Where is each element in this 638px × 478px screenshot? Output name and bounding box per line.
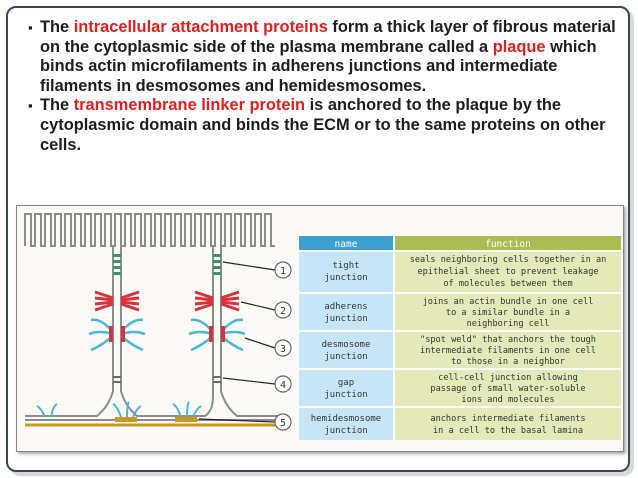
- junction-function: ions and molecules: [461, 395, 554, 405]
- callout-circle-3: 3: [274, 339, 292, 357]
- callout-number: 2: [280, 306, 286, 317]
- callout-circle-2: 2: [274, 301, 292, 319]
- function-header: function: [485, 239, 531, 250]
- junction-function: to a similar bundle in a: [446, 308, 570, 318]
- junction-function: anchors intermediate filaments: [430, 414, 585, 424]
- bullet-text: is anchored to the plaque by the cytopla…: [40, 96, 606, 154]
- junction-function: seals neighboring cells together in an: [410, 255, 607, 265]
- hemidesmosomes: [36, 401, 202, 422]
- junction-function: passage of small water-soluble: [430, 384, 585, 394]
- junction-name: junction: [324, 273, 367, 283]
- bullet-text: form a thick layer of fibrous material o…: [40, 18, 616, 56]
- callout-number: 4: [280, 380, 286, 391]
- bullet-text: The: [40, 96, 74, 115]
- junction-function: neighboring cell: [467, 319, 550, 329]
- cell-junction-diagram: 1 2 3 4 5 name function tight junction s…: [24, 213, 621, 440]
- junction-function: to those in a neighbor: [451, 357, 565, 367]
- tight-junction-beads: [113, 254, 221, 275]
- bullet-item-1: ▪ The intracellular attachment proteins f…: [28, 18, 618, 96]
- junction-name: junction: [324, 352, 367, 362]
- junction-function: intermediate filaments in one cell: [420, 346, 596, 356]
- name-header: name: [335, 239, 358, 250]
- junction-name: hemidesmosome: [311, 414, 381, 424]
- callout-circle-5: 5: [274, 413, 292, 431]
- microvilli: [24, 213, 275, 247]
- desmosome-plaques: [109, 326, 225, 342]
- junction-table: name function tight junction seals neigh…: [299, 236, 621, 440]
- bullet-item-2: ▪ The transmembrane linker protein is anc…: [28, 96, 618, 155]
- junction-function: epithelial sheet to prevent leakage: [417, 267, 598, 277]
- junction-function: joins an actin bundle in one cell: [423, 297, 594, 307]
- junction-function: in a cell to the basal lamina: [433, 426, 583, 436]
- junction-function: "spot weld" that anchors the tough: [420, 335, 596, 345]
- function-header-cell: [395, 236, 621, 250]
- junction-name: junction: [324, 314, 367, 324]
- callout-number: 5: [280, 418, 286, 429]
- junction-name: junction: [324, 390, 367, 400]
- table-row-4: gap junction cell-cell junction allowing…: [299, 370, 621, 406]
- junction-name: desmosome: [322, 340, 371, 350]
- highlight-term: intracellular attachment proteins: [73, 18, 328, 36]
- table-row-5: hemidesmosome junction anchors intermedi…: [299, 408, 621, 440]
- junction-name: gap: [338, 378, 354, 388]
- junction-function: of molecules between them: [443, 279, 572, 289]
- cell-junction-illustration: 1 2 3 4 5 name function tight junction s…: [16, 205, 624, 452]
- adherens-junction-actin: [94, 290, 240, 312]
- junction-name: junction: [324, 426, 367, 436]
- bullet-text: The: [40, 18, 74, 36]
- junction-name: adherens: [324, 302, 367, 312]
- junction-name: tight: [332, 261, 359, 271]
- bullet-marker: ▪: [28, 20, 33, 35]
- callout-number: 3: [280, 344, 286, 355]
- callout-numbers: 1 2 3 4 5: [274, 261, 292, 431]
- table-row-3: desmosome junction "spot weld" that anch…: [299, 332, 621, 368]
- callout-circle-4: 4: [274, 375, 292, 393]
- highlight-term: transmembrane linker protein: [73, 96, 306, 115]
- bullet-marker: ▪: [28, 98, 33, 114]
- name-header-cell: [299, 236, 393, 250]
- table-row-1: tight junction seals neighboring cells t…: [299, 252, 621, 292]
- callout-lines: [198, 261, 276, 423]
- table-row-2: adherens junction joins an actin bundle …: [299, 294, 621, 330]
- callout-number: 1: [280, 266, 286, 277]
- bullet-list: ▪ The intracellular attachment proteins f…: [28, 18, 618, 155]
- bullet-text: which binds actin microfilaments in adhe…: [40, 37, 597, 95]
- junction-function: cell-cell junction allowing: [438, 373, 578, 383]
- highlight-term: plaque: [492, 37, 546, 56]
- gap-junction-channels: [113, 376, 221, 383]
- callout-circle-1: 1: [274, 261, 292, 279]
